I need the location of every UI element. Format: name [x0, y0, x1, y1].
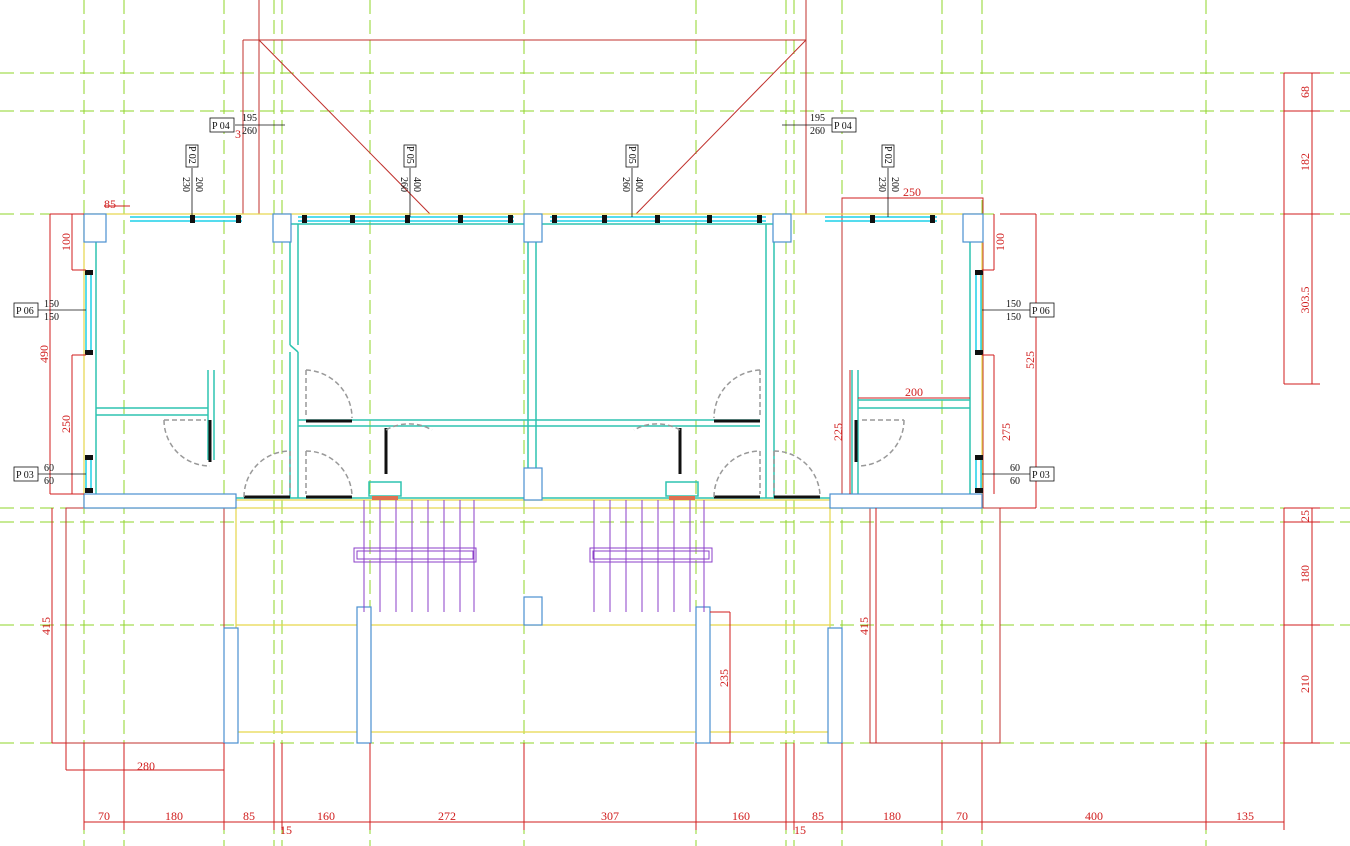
dim-label: 200	[905, 385, 923, 399]
door-swings	[163, 369, 905, 498]
window-tag-width: 400	[633, 177, 644, 192]
window-tag-code: P 03	[16, 470, 34, 481]
window-tag-width: 60	[1010, 463, 1020, 474]
window-tag-width: 150	[44, 299, 59, 310]
dim-label: 85	[104, 197, 116, 211]
dim-label: 182	[1298, 153, 1312, 171]
dim-label: 135	[1236, 809, 1254, 823]
dim-label: 180	[1298, 565, 1312, 583]
dim-label: 100	[993, 233, 1007, 251]
window-tag-code: P 06	[16, 306, 34, 317]
dim-label: 415	[857, 617, 871, 635]
dim-label: 235	[717, 669, 731, 687]
dim-label: 307	[601, 809, 619, 823]
dim-label: 15	[794, 823, 806, 837]
dim-label: 15	[280, 823, 292, 837]
window-mullions	[85, 215, 983, 493]
dim-label: 70	[98, 809, 110, 823]
dim-label: 160	[732, 809, 750, 823]
dim-label: 225	[831, 423, 845, 441]
stairs-left	[353, 500, 477, 612]
window-tag-height: 60	[44, 476, 54, 487]
dim-label: 85	[812, 809, 824, 823]
window-tag-code: P 02	[186, 146, 197, 164]
window-tag-height: 150	[44, 312, 59, 323]
window-tag-code: P 05	[404, 146, 415, 164]
dim-label: 85	[243, 809, 255, 823]
window-tag-width: 200	[193, 177, 204, 192]
windows	[85, 216, 982, 492]
dim-label: 180	[165, 809, 183, 823]
window-tag-code: P 04	[212, 121, 230, 132]
dim-label: 250	[903, 185, 921, 199]
door-leaves	[208, 419, 858, 499]
dim-label: 272	[438, 809, 456, 823]
bottom-dimension-labels: 70 180 85 15 160 272 307 160 15 85 180 7…	[98, 809, 1254, 837]
dim-label: 415	[39, 617, 53, 635]
window-tag-code: P 05	[626, 146, 637, 164]
window-tag-width: 195	[810, 113, 825, 124]
interior-walls	[95, 223, 971, 499]
dimension-lines	[49, 72, 1320, 830]
window-tag-code: P 04	[834, 121, 852, 132]
right-dimension-labels: 68 182 303.5 25 180 210	[1298, 86, 1312, 693]
dim-label: 525	[1023, 351, 1037, 369]
window-tag-height: 260	[620, 177, 631, 192]
dim-label: 210	[1298, 675, 1312, 693]
window-tags	[13, 117, 1055, 482]
dim-label: 303.5	[1298, 287, 1312, 314]
window-tag-labels: P 04 195 260 P 02 200 230 P 05 400 260 P…	[16, 113, 1050, 487]
window-tag-code: P 02	[882, 146, 893, 164]
window-tag-width: 150	[1006, 299, 1021, 310]
window-tag-width: 195	[242, 113, 257, 124]
window-tag-code: P 03	[1032, 470, 1050, 481]
window-tag-height: 150	[1006, 312, 1021, 323]
window-tag-height: 260	[810, 126, 825, 137]
window-tag-height: 260	[242, 126, 257, 137]
dim-label: 160	[317, 809, 335, 823]
dim-label: 180	[883, 809, 901, 823]
window-tag-leaders	[38, 124, 1030, 475]
dim-label: 400	[1085, 809, 1103, 823]
left-dimension-labels: 100 490 250 415	[37, 233, 73, 635]
window-tag-width: 400	[411, 177, 422, 192]
dim-label: 280	[137, 759, 155, 773]
dim-label: 68	[1298, 86, 1312, 98]
window-tag-width: 60	[44, 463, 54, 474]
dim-label: 490	[37, 345, 51, 363]
window-tag-code: P 06	[1032, 306, 1050, 317]
inner-right-dimension-labels: 100 525 275 415	[857, 233, 1037, 635]
structural-columns	[83, 213, 984, 744]
stair-landings	[368, 481, 699, 500]
stairs-right	[589, 500, 713, 612]
window-tag-height: 230	[876, 177, 887, 192]
window-tag-height: 260	[398, 177, 409, 192]
window-tag-width: 200	[889, 177, 900, 192]
dim-label: 70	[956, 809, 968, 823]
dim-label: 25	[1298, 510, 1312, 522]
window-tag-height: 230	[180, 177, 191, 192]
dim-label: 250	[59, 415, 73, 433]
dim-label: 100	[59, 233, 73, 251]
misc-dimension-labels: 85 250 200 225 235 280 3	[104, 127, 923, 773]
dim-label: 3	[235, 127, 241, 141]
window-tag-height: 60	[1010, 476, 1020, 487]
dim-label: 275	[999, 423, 1013, 441]
